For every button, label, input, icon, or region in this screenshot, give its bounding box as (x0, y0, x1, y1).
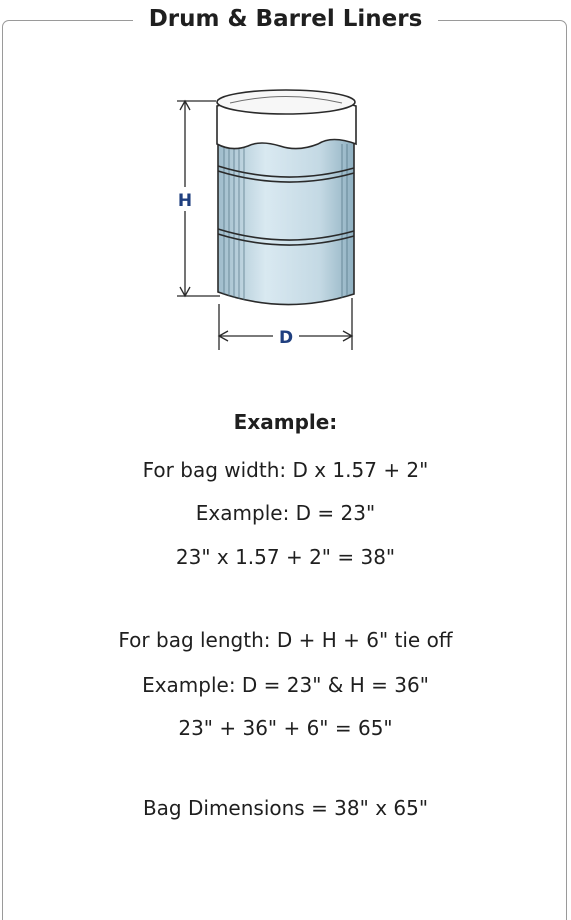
width-rule: For bag width: D x 1.57 + 2" (142, 458, 429, 482)
drum-illustration: H D (172, 89, 357, 350)
diameter-label: D (279, 328, 293, 348)
width-example: Example: D = 23" (195, 501, 376, 525)
drum-diagram: H D (150, 84, 390, 356)
height-label: H (178, 191, 192, 211)
drum-body (217, 123, 355, 306)
example-heading: Example: (233, 410, 338, 434)
bag-dimensions-result: Bag Dimensions = 38" x 65" (142, 796, 429, 820)
length-calculation: 23" + 36" + 6" = 65" (178, 716, 393, 740)
panel-title: Drum & Barrel Liners (0, 3, 571, 35)
length-example: Example: D = 23" & H = 36" (142, 673, 429, 697)
width-calculation: 23" x 1.57 + 2" = 38" (175, 545, 396, 569)
liner-overhang (216, 89, 357, 150)
length-rule: For bag length: D + H + 6" tie off (118, 628, 453, 652)
